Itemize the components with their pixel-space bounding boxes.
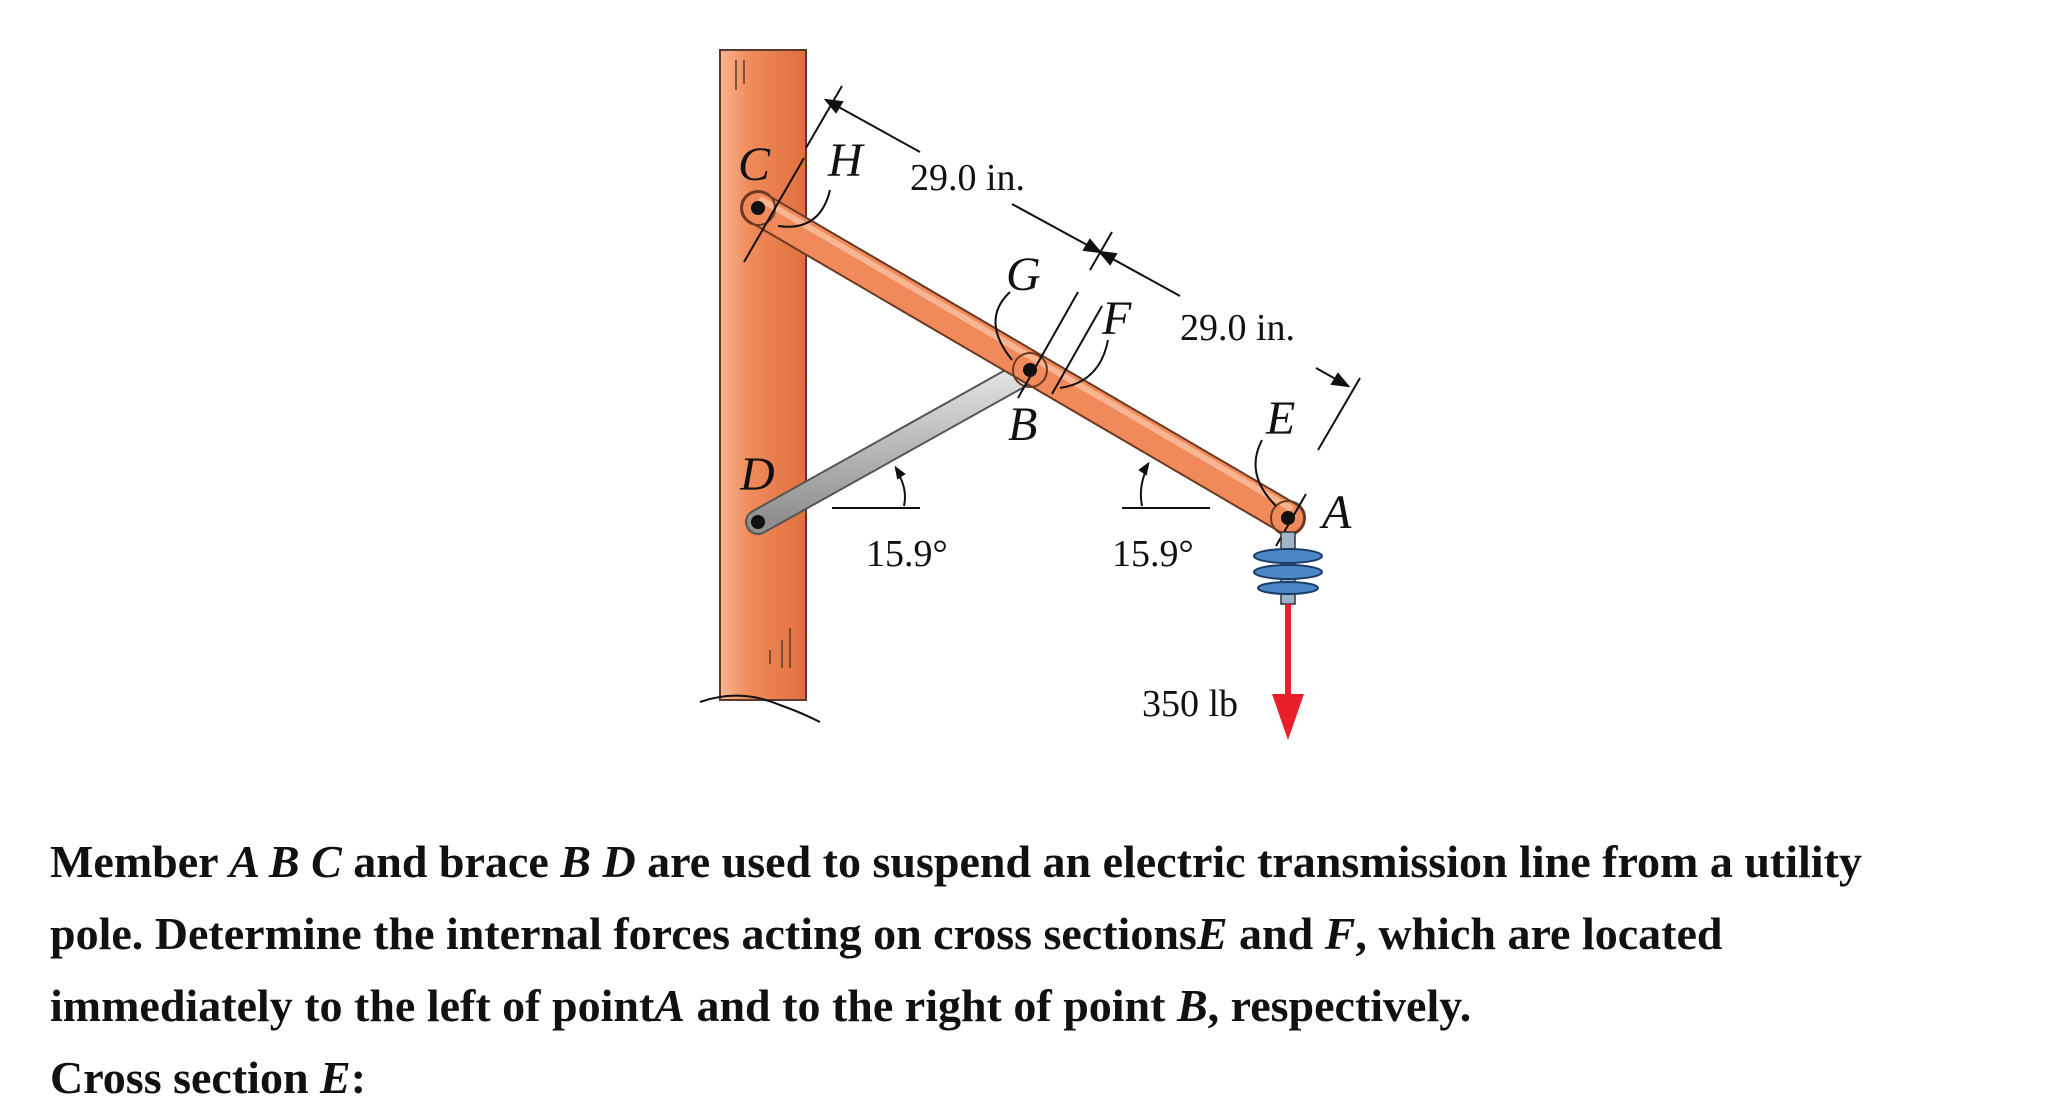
problem-text-part: , respectively. — [1207, 980, 1472, 1031]
problem-text-part: are used to suspend an electric transmis… — [647, 836, 1862, 887]
cross-section-heading: Cross section E: — [50, 1042, 2040, 1114]
brace-variable: B D — [560, 836, 636, 887]
problem-line-1: Member A B C and brace B D are used to s… — [50, 826, 2040, 898]
problem-line-2: pole. Determine the internal forces acti… — [50, 898, 2040, 970]
section-e-variable: E — [1196, 908, 1228, 959]
member-variable: A B C — [229, 836, 342, 887]
load-label: 350 lb — [1142, 683, 1238, 725]
truss-figure: C H G F B E D A 29.0 in. 29.0 in. 15.9° … — [699, 49, 1361, 740]
member-abc — [740, 190, 1306, 536]
load-arrow — [1272, 604, 1304, 740]
dimension-lines — [805, 85, 1361, 451]
dimension-upper: 29.0 in. — [910, 157, 1025, 199]
problem-text-part: pole. Determine the internal forces acti… — [50, 908, 1197, 959]
brace-bd — [745, 357, 1043, 535]
section-lines — [743, 157, 1307, 547]
label-f: F — [1101, 292, 1132, 345]
dimension-lower: 29.0 in. — [1180, 307, 1295, 349]
label-h: H — [827, 134, 865, 187]
label-d: D — [739, 448, 775, 501]
angle-member-label: 15.9° — [1112, 533, 1194, 575]
problem-text-part: Member — [50, 836, 218, 887]
label-e: E — [1265, 392, 1295, 445]
angle-markers — [832, 461, 1210, 509]
point-a-variable: A — [654, 980, 685, 1031]
section-f-variable: F — [1324, 908, 1356, 959]
label-a: A — [1319, 486, 1352, 539]
problem-text-part: and brace — [353, 836, 549, 887]
point-b-variable: B — [1176, 980, 1208, 1031]
label-b: B — [1008, 398, 1037, 451]
cross-section-suffix: : — [350, 1052, 367, 1103]
cross-section-variable: E — [320, 1052, 351, 1103]
problem-text-part: , which are located — [1355, 908, 1723, 959]
cross-section-label: Cross section — [50, 1052, 309, 1103]
angle-brace-label: 15.9° — [866, 533, 948, 575]
utility-pole — [699, 49, 821, 723]
problem-statement: Member A B C and brace B D are used to s… — [50, 826, 2040, 1114]
problem-text-part: immediately to the left of point — [50, 980, 655, 1031]
label-g: G — [1006, 248, 1041, 301]
problem-text-part: and — [1239, 908, 1314, 959]
insulator — [1253, 531, 1323, 605]
problem-text-part: and to the right of point — [696, 980, 1166, 1031]
problem-line-3: immediately to the left of pointA and to… — [50, 970, 2040, 1042]
label-c: C — [738, 138, 771, 191]
